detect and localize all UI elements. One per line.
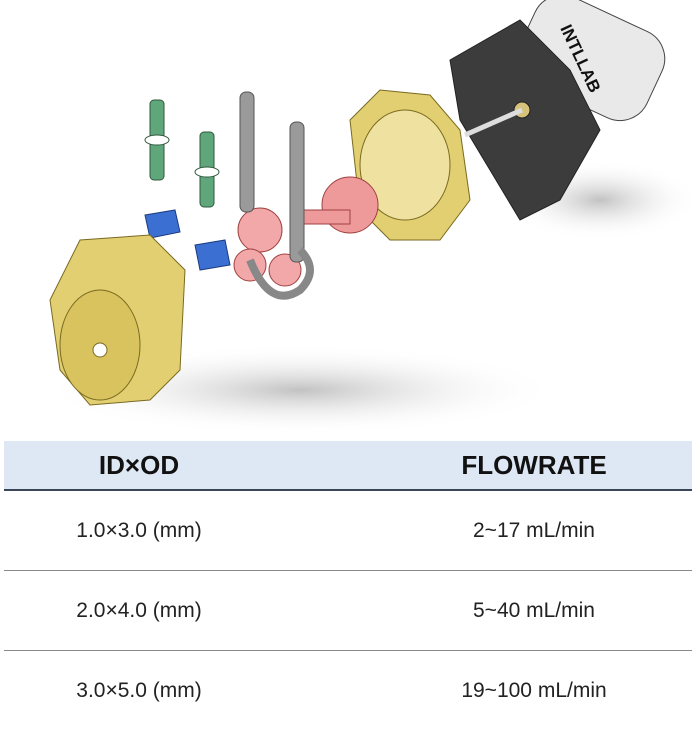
tubing-flowrate-table: ID×OD FLOWRATE 1.0×3.0 (mm) 2~17 mL/min … xyxy=(4,441,692,730)
motor-mount-plate xyxy=(449,19,601,221)
table-row: 3.0×5.0 (mm) 19~100 mL/min xyxy=(4,651,692,730)
table-row: 2.0×4.0 (mm) 5~40 mL/min xyxy=(4,571,692,651)
cell-size: 3.0×5.0 (mm) xyxy=(76,678,202,702)
cell-flowrate: 5~40 mL/min xyxy=(473,598,595,622)
fittings xyxy=(144,99,220,208)
table-header: ID×OD FLOWRATE xyxy=(4,441,692,491)
cell-flowrate: 2~17 mL/min xyxy=(473,518,595,542)
cell-flowrate: 19~100 mL/min xyxy=(461,678,607,702)
pump-housing-front xyxy=(49,234,186,406)
header-id-od: ID×OD xyxy=(98,449,180,480)
clips xyxy=(144,209,231,271)
table-row: 1.0×3.0 (mm) 2~17 mL/min xyxy=(4,491,692,571)
tubes xyxy=(239,91,314,300)
cell-size: 1.0×3.0 (mm) xyxy=(76,518,202,542)
cell-size: 2.0×4.0 (mm) xyxy=(76,598,202,622)
header-flowrate: FLOWRATE xyxy=(461,449,607,480)
pump-housing-back xyxy=(349,89,471,241)
motor: INTLLAB xyxy=(449,0,666,221)
exploded-pump-illustration: INTLLAB xyxy=(40,0,700,435)
